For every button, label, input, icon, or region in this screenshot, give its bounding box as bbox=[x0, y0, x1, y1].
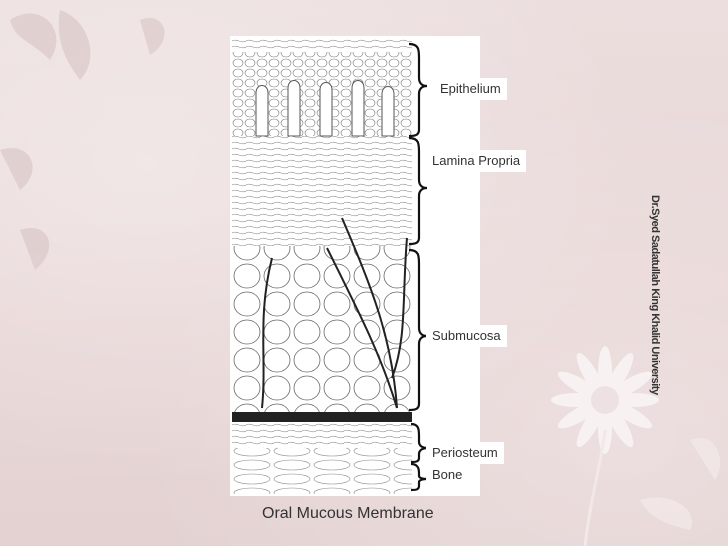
label-lamina-propria: Lamina Propria bbox=[426, 150, 527, 172]
layer-braces bbox=[408, 42, 428, 492]
label-periosteum: Periosteum bbox=[426, 442, 504, 464]
credit-affiliation: King Khalid University bbox=[649, 288, 661, 395]
mucosa-illustration bbox=[232, 38, 412, 494]
label-epithelium: Epithelium bbox=[434, 78, 507, 100]
label-submucosa: Submucosa bbox=[426, 325, 507, 347]
label-bone: Bone bbox=[426, 464, 469, 486]
slide-caption: Oral Mucous Membrane bbox=[262, 505, 434, 522]
daisy-decoration bbox=[551, 346, 721, 546]
author-credit: Dr.Syed Sadatullah King Khalid Universit… bbox=[648, 195, 661, 395]
credit-name: Dr.Syed Sadatullah bbox=[649, 195, 661, 286]
